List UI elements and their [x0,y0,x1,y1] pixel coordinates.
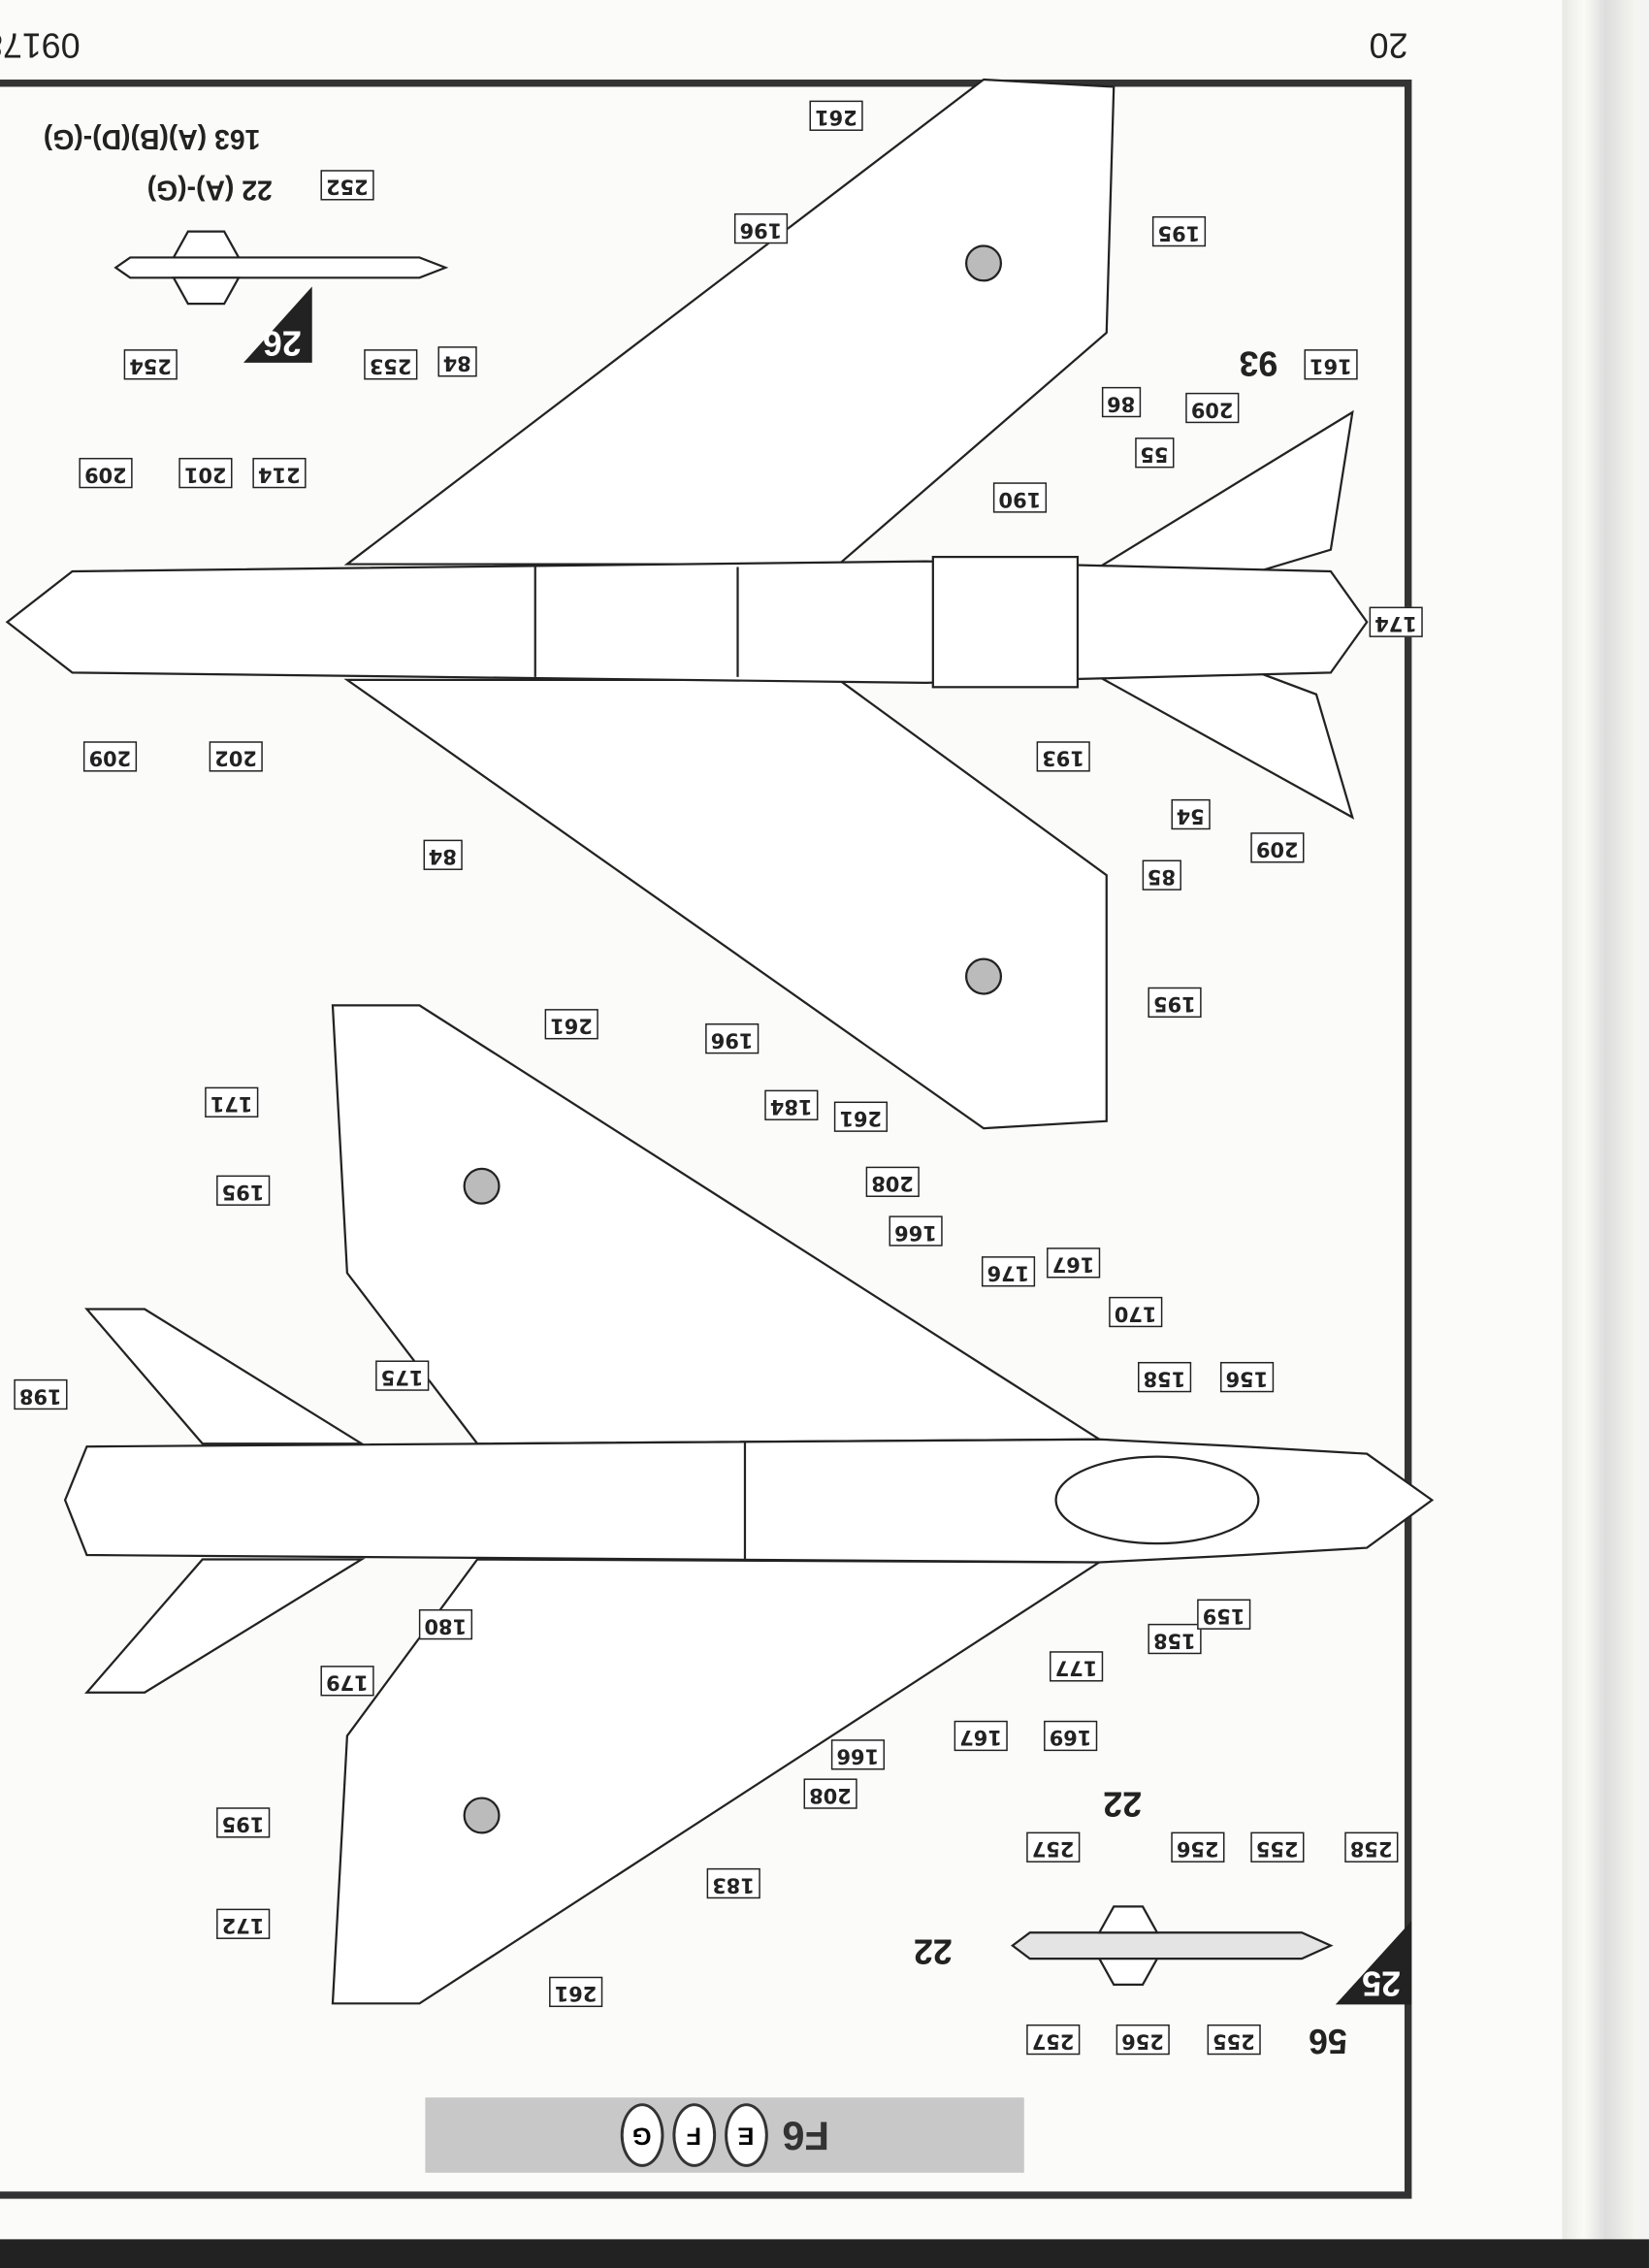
part-number-callout: 166 [830,1739,886,1770]
step-25-triangle [1335,1921,1412,2005]
part-number-callout: 254 [123,349,178,380]
part-number-callout: 158 [1137,1361,1192,1393]
part-number-callout: 253 [363,349,418,380]
page-edge-stack [1562,0,1635,2268]
part-number-callout: 209 [1249,832,1305,863]
part-number-callout: 255 [1249,1831,1305,1863]
part-number-callout: 177 [1049,1651,1104,1682]
part-number-callout: 257 [1025,1831,1081,1863]
part-number-callout: 174 [1369,606,1423,637]
part-number-callout: 198 [13,1378,68,1410]
part-number-callout: 256 [1116,2024,1170,2056]
part-number-callout: 159 [1196,1599,1251,1630]
aircraft-top-view [63,1004,1435,2005]
step-title: F6 [782,2113,829,2158]
part-number-callout: 201 [178,457,233,489]
scan-shadow [0,2239,1649,2268]
part-number-callout: 208 [803,1778,857,1809]
part-number-callout: 167 [954,1720,1008,1752]
part-number-callout: 255 [1207,2024,1261,2056]
variant-badge: G [620,2103,663,2167]
part-number-callout: 190 [992,482,1048,513]
part-number-callout: 195 [215,1175,271,1206]
part-number-callout: 202 [209,741,263,772]
part-number-callout: 175 [374,1360,430,1391]
part-number-callout: 256 [1170,1831,1225,1863]
part-number-callout: 55 [1134,437,1175,469]
part-number-callout: 261 [544,1009,598,1040]
variant-note-163: 163 (A)(B)(D)-(G) [43,122,261,154]
part-number-callout: 209 [79,457,133,489]
part-number-callout: 209 [82,741,138,772]
part-number-callout: 180 [418,1608,473,1640]
part-number-callout: 184 [763,1089,819,1120]
variant-badge: F [671,2103,716,2167]
part-number-callout: 22 [913,1930,953,1971]
variant-note-22: 22 (A)-(G) [146,173,273,205]
part-number-callout: 171 [204,1086,259,1118]
part-number-callout: 183 [706,1867,760,1899]
part-number-callout: 257 [1025,2024,1081,2056]
part-number-callout: 169 [1043,1720,1098,1752]
part-number-callout: 196 [733,212,789,244]
part-number-callout: 261 [548,1976,603,2008]
part-number-callout: 166 [889,1215,943,1247]
step-25-number: 25 [1362,1962,1402,2002]
step-26-triangle [242,286,312,363]
part-number-callout: 214 [252,457,307,489]
variant-badge: E [724,2103,768,2167]
part-number-callout: 167 [1046,1247,1101,1279]
part-number-callout: 195 [1151,215,1207,247]
part-number-callout: 156 [1219,1361,1275,1393]
part-number-callout: 85 [1141,859,1181,891]
aircraft-underside-view [5,78,1369,1130]
part-number-callout: 84 [422,839,463,870]
missile-26-drawing [113,230,449,306]
part-number-callout: 261 [833,1101,889,1132]
part-number-callout: 252 [320,170,374,201]
part-number-callout: 193 [1036,741,1090,772]
part-number-callout: 196 [704,1023,760,1054]
part-number-callout: 22 [1103,1783,1143,1823]
part-number-callout: 195 [1148,987,1202,1019]
part-number-callout: 258 [1343,1831,1399,1863]
part-number-callout: 86 [1101,386,1142,418]
part-number-callout: 195 [215,1807,271,1838]
part-number-callout: 208 [865,1166,920,1197]
part-number-callout: 56 [1309,2021,1347,2060]
part-number-callout: 261 [809,100,863,131]
part-number-callout: 161 [1304,349,1358,380]
part-number-callout: 93 [1239,342,1278,382]
missile-25-drawing [1010,1905,1334,1987]
part-number-callout: 179 [320,1666,374,1697]
step-26-number: 26 [262,322,302,362]
part-number-callout: 170 [1108,1296,1163,1328]
part-number-callout: 84 [436,346,477,377]
part-number-callout: 176 [981,1256,1036,1287]
step-banner: F6 E F G [425,2097,1024,2173]
part-number-callout: 158 [1148,1623,1202,1655]
part-number-callout: 172 [215,1908,271,1939]
part-number-callout: 209 [1184,392,1240,424]
step-frame [0,80,1412,2199]
part-number-callout: 54 [1170,798,1211,830]
